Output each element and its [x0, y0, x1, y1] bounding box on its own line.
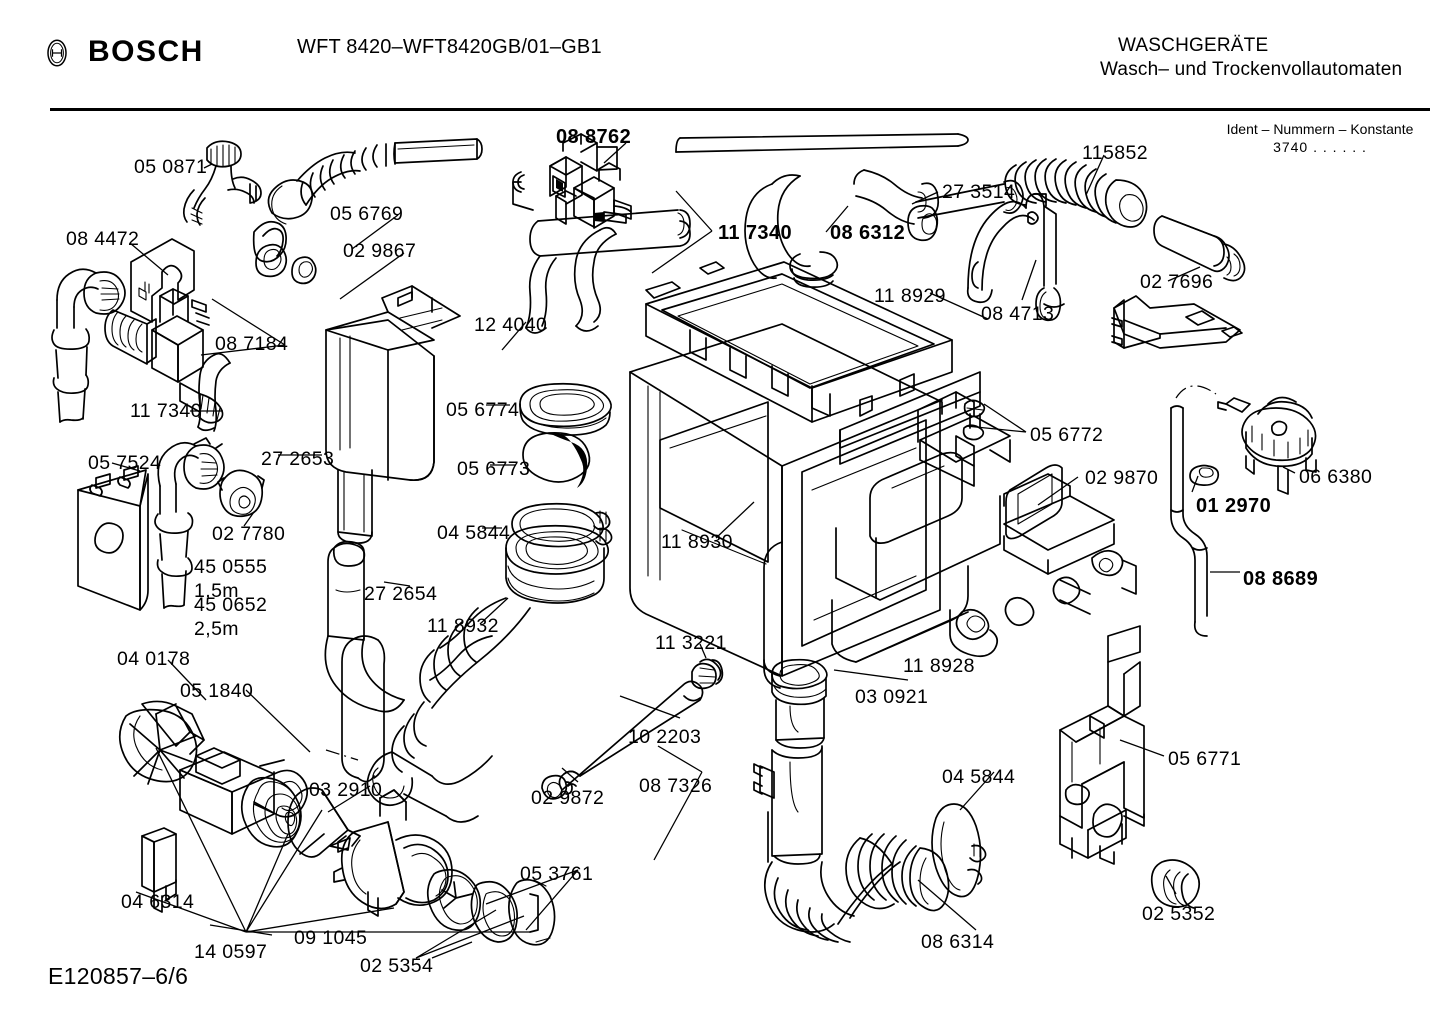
part-number-label: 11 3221 — [655, 632, 727, 654]
part-118928-shape — [831, 371, 1137, 663]
part-number-label: 04 0178 — [117, 648, 191, 670]
part-056771-shape — [1059, 625, 1145, 865]
drawing-code: E120857–6/6 — [48, 963, 189, 989]
part-number-label: 1,5m — [194, 580, 239, 602]
part-115852-shape — [1004, 158, 1148, 228]
small-elbow-shape — [252, 220, 287, 263]
part-number-label: 27 3514 — [942, 181, 1016, 203]
part-number-label: 02 7780 — [212, 523, 286, 545]
part-number-label: 11 8930 — [661, 531, 733, 553]
bracket-right-shape — [1111, 295, 1243, 349]
part-056774-shape — [519, 382, 612, 436]
part-number-label: 05 0871 — [134, 156, 208, 178]
part-number-label: 03 2910 — [309, 779, 383, 801]
part-056772-shape — [962, 399, 986, 441]
pump-inlet-hose-shape — [325, 635, 386, 783]
part-number-label: 45 0652 — [194, 594, 268, 616]
part-086312-shape — [675, 133, 1024, 288]
part-117340-center-shape — [525, 209, 691, 334]
part-012970-shape — [1189, 464, 1220, 486]
part-066380-shape — [1175, 385, 1317, 495]
part-272653-shape — [324, 285, 461, 713]
part-number-label: 27 2654 — [364, 583, 438, 605]
part-number-label: 11 7340 — [130, 400, 202, 422]
part-number-label: 08 8689 — [1243, 568, 1319, 590]
part-number-label: 12 4040 — [474, 314, 548, 336]
part-118932-shape — [366, 524, 610, 823]
part-091045-shape — [333, 789, 453, 917]
part-number-label: 05 7524 — [88, 452, 162, 474]
part-040178-shape — [118, 700, 205, 785]
part-number-label: 2,5m — [194, 618, 239, 640]
part-number-label: 02 5352 — [1142, 903, 1216, 925]
part-045844b-shape — [931, 803, 987, 898]
part-number-label: 05 6774 — [446, 399, 520, 421]
part-084472-shape — [51, 268, 126, 423]
header-divider — [50, 108, 1430, 111]
part-027780-shape — [217, 469, 265, 518]
part-045844a-shape — [511, 502, 613, 548]
part-number-label: 45 0555 — [194, 556, 268, 578]
part-number-label: 08 7326 — [639, 775, 713, 797]
part-051840-shape — [179, 747, 309, 835]
part-number-label: 04 5844 — [942, 766, 1016, 788]
part-number-label: 11 8932 — [427, 615, 499, 637]
part-117340-left-shape — [197, 352, 231, 432]
part-057524-shape — [77, 465, 149, 611]
bosch-logo-icon — [47, 39, 67, 67]
part-number-label: 05 6769 — [330, 203, 404, 225]
part-number-label: 01 2970 — [1196, 495, 1272, 517]
part-084713-shape — [966, 192, 1065, 322]
part-088762-shape — [512, 133, 632, 229]
part-number-label: 05 3761 — [520, 863, 594, 885]
part-number-label: 02 9872 — [531, 787, 605, 809]
part-029867-shape — [291, 256, 317, 285]
part-number-label: 03 0921 — [855, 686, 929, 708]
part-number-label: 14 0597 — [194, 941, 268, 963]
part-number-label: 04 6314 — [121, 891, 195, 913]
ident-value: 3740 . . . . . . — [1273, 139, 1367, 155]
part-number-label: 11 7340 — [718, 222, 792, 244]
part-number-label: 08 7184 — [215, 333, 289, 355]
part-273514-shape — [907, 204, 939, 242]
part-number-label: 09 1045 — [294, 927, 368, 949]
part-number-label: 06 6380 — [1299, 466, 1373, 488]
part-number-label: 11 8929 — [874, 285, 946, 307]
part-number-label: 08 6312 — [830, 222, 906, 244]
part-050871-shape — [182, 140, 262, 226]
part-number-label: 27 2653 — [261, 448, 335, 470]
part-056773-shape — [522, 431, 591, 488]
part-029870-shape — [1005, 464, 1063, 540]
part-number-label: 02 7696 — [1140, 271, 1214, 293]
part-number-label: 02 9870 — [1085, 467, 1159, 489]
part-113221-shape — [691, 658, 724, 690]
part-088689-shape — [1170, 405, 1208, 637]
part-number-label: 08 4472 — [66, 228, 140, 250]
part-number-label: 11 8928 — [903, 655, 975, 677]
model-code: WFT 8420–WFT8420GB/01–GB1 — [297, 36, 602, 58]
ident-label: Ident – Nummern – Konstante — [1226, 121, 1414, 137]
part-number-label: 05 6773 — [457, 458, 531, 480]
part-number-label: 05 1840 — [180, 680, 254, 702]
part-number-label: 02 5354 — [360, 955, 434, 977]
department-subtitle: Wasch– und Trockenvollautomaten — [1100, 59, 1403, 80]
part-number-label: 08 6314 — [921, 931, 995, 953]
department-title: WASCHGERÄTE — [1118, 35, 1269, 56]
ident-number-constant: Ident – Nummern – Konstante 3740 . . . .… — [1205, 120, 1435, 156]
brand-name: BOSCH — [88, 35, 204, 68]
part-056769-shape — [255, 243, 288, 278]
part-number-label: 05 6772 — [1030, 424, 1104, 446]
part-number-label: 10 2203 — [628, 726, 702, 748]
part-025352-shape — [1150, 859, 1201, 909]
part-087184-shape — [104, 238, 224, 424]
part-number-label: 04 5844 — [437, 522, 511, 544]
part-number-label: 02 9867 — [343, 240, 417, 262]
part-number-label: 08 4713 — [981, 303, 1055, 325]
part-number-label: 05 6771 — [1168, 748, 1242, 770]
part-number-label: 08 8762 — [556, 126, 632, 148]
part-number-label: 115852 — [1082, 142, 1149, 164]
